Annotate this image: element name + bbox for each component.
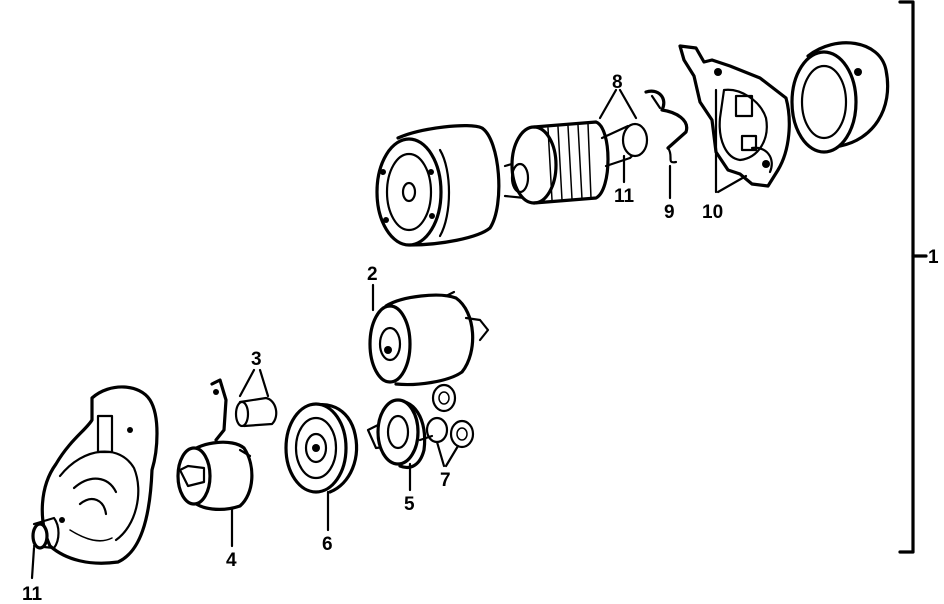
armature — [503, 120, 649, 205]
solenoid-switch — [368, 290, 490, 387]
callout-2: 2 — [367, 264, 378, 285]
callout-4: 4 — [226, 550, 237, 571]
callout-5: 5 — [404, 494, 415, 515]
callout-1: 1 — [928, 247, 939, 268]
shift-lever-plunger — [210, 378, 278, 442]
field-frame-yoke — [375, 124, 501, 247]
callout-7: 7 — [440, 470, 451, 491]
callout-11-top: 11 — [614, 186, 635, 207]
callout-3: 3 — [251, 349, 262, 370]
assembly-bracket — [898, 0, 928, 554]
pinion-bearings — [425, 383, 475, 449]
callout-labels: 1 2 3 4 5 6 7 8 9 10 11 11 — [22, 72, 939, 604]
callout-8: 8 — [612, 72, 623, 93]
callout-10: 10 — [702, 202, 723, 223]
brush-spring — [644, 89, 689, 164]
planetary-carrier — [366, 398, 434, 470]
overrunning-clutch — [284, 402, 359, 494]
callout-11-bottom: 11 — [22, 584, 43, 604]
callout-9: 9 — [664, 202, 675, 223]
leader-lines — [30, 88, 748, 580]
brush-holder — [678, 44, 791, 188]
drive-housing — [176, 440, 254, 511]
rear-end-cover — [790, 41, 890, 154]
front-housing — [31, 385, 159, 565]
callout-6: 6 — [322, 534, 333, 555]
